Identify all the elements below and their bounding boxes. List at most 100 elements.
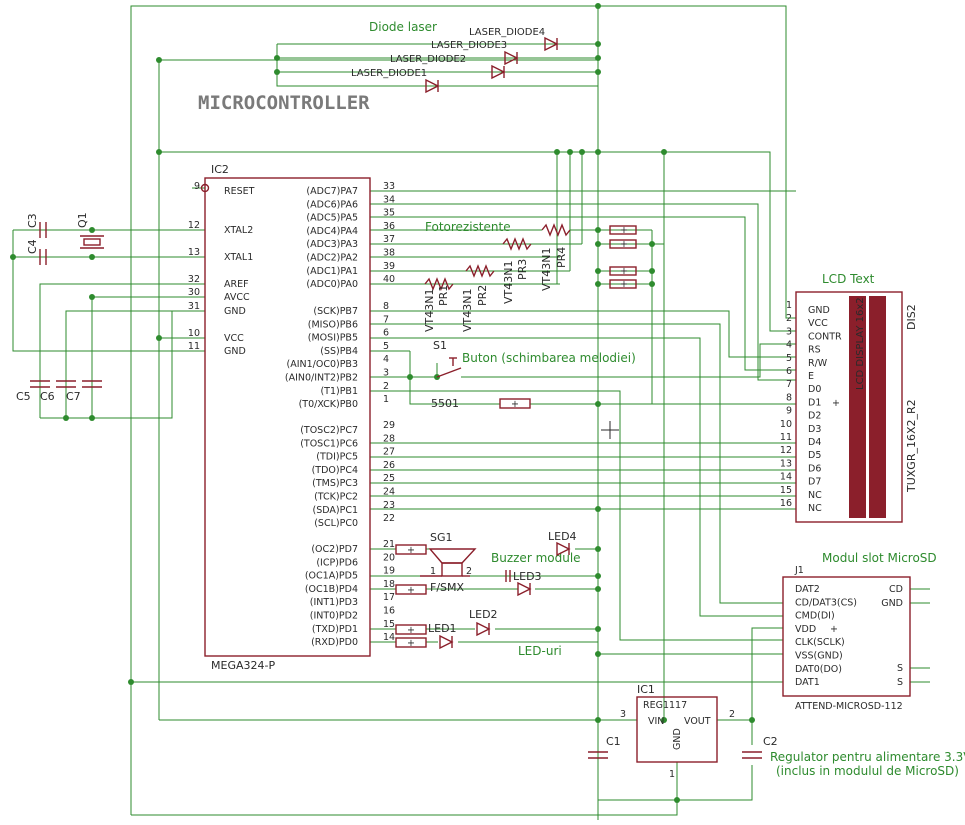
crystal-q1[interactable]: [80, 235, 104, 249]
ic2-pin-num: 13: [188, 247, 200, 258]
capacitor-c6[interactable]: [56, 380, 76, 388]
led-1[interactable]: [439, 634, 454, 650]
lcd-display[interactable]: LCD DISPLAY 16x2 +: [795, 291, 903, 523]
sd-ref: J1: [794, 565, 804, 576]
q1-label: Q1: [76, 212, 89, 228]
pr4-label: PR4: [555, 247, 568, 268]
ic2-pin-name: (SDA)PC1: [313, 505, 359, 516]
photoresistor-pr4[interactable]: [541, 223, 571, 237]
led-2[interactable]: [476, 621, 491, 637]
svg-text:+: +: [620, 266, 628, 277]
ic2-pin-name: (OC1B)PD4: [305, 584, 358, 595]
resistor-r3[interactable]: +: [609, 266, 637, 277]
microsd-module[interactable]: +: [782, 576, 911, 697]
laser-diode-2[interactable]: [491, 64, 506, 80]
svg-text:+: +: [407, 625, 415, 636]
c2-label: C2: [763, 735, 778, 748]
laser-diode-3[interactable]: [504, 50, 519, 66]
sd-pins: DAT2CD/DAT3(CS)CMD(DI)VDDCLK(SCLK)VSS(GN…: [795, 584, 903, 688]
ic2-pin-name: GND: [224, 346, 246, 357]
pr1-vt: VT43N1: [423, 289, 436, 332]
capacitor-c7[interactable]: [82, 380, 102, 388]
ic2-pin-name: AVCC: [224, 292, 250, 303]
lcd-pin-name: GND: [808, 305, 830, 316]
reg-ref: IC1: [637, 683, 655, 696]
capacitor-c4[interactable]: [39, 249, 47, 265]
ic2-pin-num: 20: [383, 552, 395, 563]
resistor-pb0[interactable]: +: [499, 398, 531, 410]
lcd-pin-name: D0: [808, 384, 821, 395]
photoresistor-pr3[interactable]: [502, 237, 532, 251]
ic2-pin-num: 4: [383, 354, 389, 365]
ic2-pin-num: 40: [383, 274, 395, 285]
lcd-pin-num: 10: [780, 419, 792, 430]
svg-text:+: +: [407, 545, 415, 556]
ic2-pin-num: 36: [383, 221, 395, 232]
fsmx-label: F/SMX: [430, 581, 465, 594]
photoresistor-pr1[interactable]: [424, 277, 454, 291]
ic2-pin-num: 23: [383, 500, 395, 511]
lcd-pin-name: R/W: [808, 358, 828, 369]
ic2-pin-name: (ADC5)PA5: [306, 213, 358, 224]
note-regulator-2: (inclus in modulul de MicroSD): [776, 764, 959, 778]
resistor-r4[interactable]: +: [609, 279, 637, 290]
note-buton: Buton (schimbarea melodiei): [462, 351, 636, 365]
note-buzzer: Buzzer module: [491, 551, 581, 565]
lcd-pin-name: D6: [808, 463, 821, 474]
resistor-pd7[interactable]: +: [395, 544, 427, 556]
c6-label: C6: [40, 390, 55, 403]
pr1-label: PR1: [437, 285, 450, 306]
photoresistor-pr2[interactable]: [465, 264, 495, 278]
lcd-pin-name: D3: [808, 424, 821, 435]
note-modul-sd: Modul slot MicroSD: [822, 551, 937, 565]
resistor-r1[interactable]: +: [609, 225, 637, 236]
lcd-pin-name: D7: [808, 477, 821, 488]
pr3-vt: VT43N1: [502, 261, 515, 304]
ic2-pin-num: 14: [383, 632, 395, 643]
resistor-pd4[interactable]: +: [395, 584, 427, 596]
capacitor-c5[interactable]: [30, 380, 50, 388]
note-regulator-1: Regulator pentru alimentare 3.3V: [770, 750, 965, 764]
capacitor-c3[interactable]: [39, 222, 47, 238]
s1-label: S1: [433, 339, 447, 352]
pr3-label: PR3: [516, 259, 529, 280]
ic2-pin-name: (TDI)PC5: [316, 452, 358, 463]
pr2-label: PR2: [476, 285, 489, 306]
led-3[interactable]: [505, 570, 532, 597]
junctions: [10, 3, 755, 803]
note-led-uri: LED-uri: [518, 644, 562, 658]
lcd-pin-name: VCC: [808, 318, 828, 329]
c1-label: C1: [606, 735, 621, 748]
resistor-pd0[interactable]: +: [395, 637, 427, 649]
ic2-pin-name: RESET: [224, 186, 255, 197]
reg-pin-in: 3: [620, 709, 626, 720]
sd-part: ATTEND-MICROSD-112: [795, 701, 903, 712]
laser-diode-1[interactable]: [425, 78, 440, 94]
ic2-pin-num: 29: [383, 420, 395, 431]
ic2-pin-name: (SS)PB4: [320, 346, 358, 357]
c4-label: C4: [26, 239, 39, 254]
resistor-pd1[interactable]: +: [395, 624, 427, 636]
ic2-pin-num: 9: [194, 181, 200, 192]
ic2-pin-num: 32: [188, 274, 200, 285]
ic2-pin-num: 37: [383, 234, 395, 245]
sd-pin-name: CD: [889, 584, 903, 595]
ic2-pin-num: 33: [383, 181, 395, 192]
laser-diode-4[interactable]: [544, 36, 559, 52]
ic2-mega324p[interactable]: IC2 MEGA324-P: [200, 163, 371, 672]
sd-pin-name: DAT2: [795, 584, 820, 595]
led-4[interactable]: [556, 541, 571, 557]
lcd-pin-num: 15: [780, 485, 792, 496]
buzzer-sg1[interactable]: [420, 548, 477, 577]
ic2-pin-name: (MISO)PB6: [308, 319, 358, 330]
sd-pin-name: CMD(DI): [795, 611, 835, 622]
svg-text:+: +: [620, 279, 628, 290]
ic2-pin-name: (OC1A)PD5: [305, 571, 358, 582]
resistor-r2[interactable]: +: [609, 239, 637, 250]
pushbutton-s1[interactable]: [436, 357, 462, 378]
regulator-ic1[interactable]: REG1117 VIN VOUT GND: [636, 696, 718, 763]
capacitor-c1[interactable]: [588, 751, 608, 759]
ic2-pin-num: 21: [383, 539, 395, 550]
capacitor-c2[interactable]: [742, 751, 762, 759]
